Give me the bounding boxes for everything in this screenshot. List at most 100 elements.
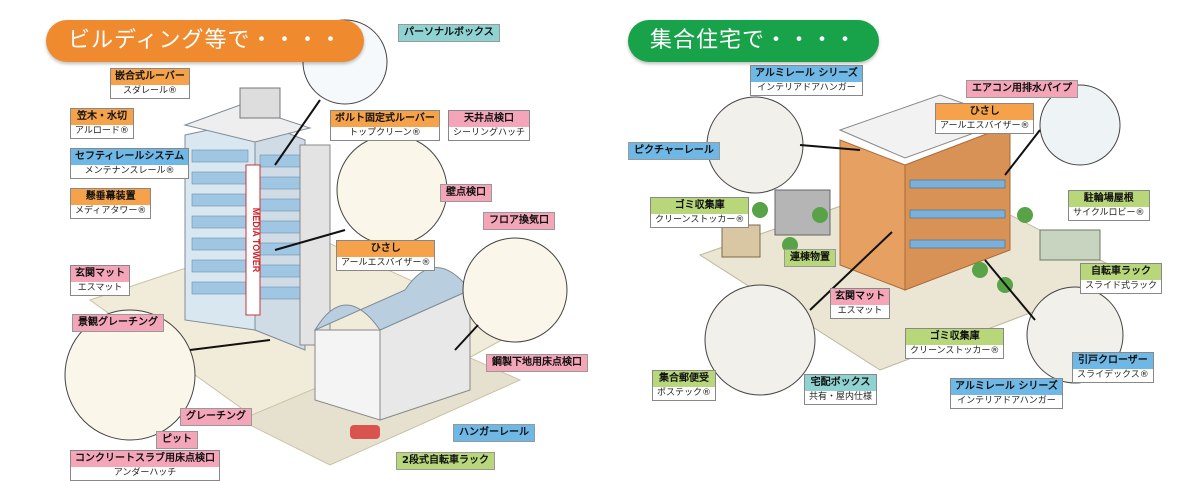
label-sub: メディアタワー® (75, 206, 147, 216)
label-title: 嵌合式ルーバー (111, 69, 189, 85)
label-title: 懸垂幕装置 (71, 189, 151, 205)
label-bicycle-rack: 自転車ラック スライド式ラック (1080, 263, 1163, 294)
label-title: ボルト固定式ルーバー (331, 111, 439, 127)
leader-4 (189, 339, 271, 351)
leader-1 (274, 99, 321, 166)
label-title: 引戸クローザー (1073, 353, 1153, 369)
banner-hanger (245, 164, 261, 316)
apartment-front (839, 139, 906, 291)
label-title: アルミレール シリーズ (751, 66, 862, 82)
label-title: 玄関マット (831, 289, 889, 305)
label-bicycle-roof: 駐輪場屋根 サイクルロビー® (1068, 190, 1150, 221)
chip-two-tier-bike-rack: 2段式自転車ラック (396, 452, 495, 470)
leader-3 (454, 324, 479, 351)
label-fitted-louver: 嵌合式ルーバー スダレール® (110, 68, 190, 99)
chip-landscape-grating: 景観グレーチング (72, 314, 164, 332)
label-aluminum-rail-top: アルミレール シリーズ インテリアドアハンガー (750, 65, 863, 96)
chip-grating: グレーチング (180, 408, 252, 426)
cylinder-tower (299, 144, 331, 346)
leader-7 (809, 231, 893, 311)
leader-2 (274, 229, 346, 251)
rooftop-unit (239, 87, 281, 119)
label-garbage-left: ゴミ収集庫 クリーンストッカー® (650, 197, 750, 228)
label-slab-floor-hatch: コンクリートスラブ用床点検口 アンダーハッチ (70, 450, 220, 481)
right-scene (698, 84, 1132, 396)
label-sub: スライデックス® (1077, 370, 1149, 380)
label-sub: エスマット (837, 306, 883, 316)
label-sub: スダレール® (122, 86, 177, 96)
hall-front (314, 329, 381, 421)
label-sub: 共有・屋内仕様 (809, 392, 873, 402)
label-visor-right: ひさし アールエスバイザー® (935, 103, 1035, 134)
chip-steel-floor-hatch: 鋼製下地用床点検口 (486, 354, 588, 372)
chip-picture-rail: ピクチャーレール (628, 142, 720, 160)
bubble-ceiling (336, 134, 448, 246)
left-section-title: ビルディング等で・・・・ (46, 20, 365, 62)
label-title: 自転車ラック (1081, 264, 1162, 280)
label-title: ゴミ収集庫 (651, 198, 749, 214)
label-title: 宅配ボックス (805, 375, 877, 391)
label-title: ひさし (337, 241, 435, 257)
label-sub: アールエスバイザー® (341, 258, 431, 268)
label-title: ゴミ収集庫 (906, 329, 1004, 345)
label-title: アルミレール シリーズ (951, 379, 1062, 395)
bubble-aircon (1039, 84, 1121, 166)
bubble-closet (706, 96, 804, 194)
label-sub: シーリングハッチ (453, 128, 526, 138)
label-sub: スライド式ラック (1085, 281, 1158, 291)
chip-personal-box: パーソナルボックス (398, 24, 500, 42)
label-banner-device: 懸垂幕装置 メディアタワー® (70, 188, 152, 219)
bubble-mailbox (704, 284, 816, 396)
chip-row-storage: 連棟物置 (784, 249, 836, 267)
tower-windows (191, 149, 301, 300)
parked-car (350, 425, 380, 439)
hall-roof (313, 267, 471, 332)
building-sign: MEDIA TOWER (251, 208, 261, 273)
label-sub: ポステック® (657, 388, 712, 398)
label-sub: クリーンストッカー® (655, 215, 745, 225)
label-entrance-mat-left: 玄関マット エスマット (70, 265, 130, 296)
label-sub: トップクリーン® (349, 128, 421, 138)
chip-wall-hatch: 壁点検口 (440, 184, 492, 202)
label-sub: アンダーハッチ (113, 468, 177, 478)
label-safety-rail: セフティレールシステム メンテナンスレール® (70, 148, 190, 179)
label-title: 笠木・水切 (71, 109, 133, 125)
label-door-closer: 引戸クローザー スライデックス® (1072, 352, 1154, 383)
label-ceiling-hatch: 天井点検口 シーリングハッチ (448, 110, 531, 141)
label-sub: メンテナンスレール® (84, 166, 175, 176)
label-sub: サイクルロビー® (1073, 208, 1145, 218)
chip-pit: ピット (156, 431, 198, 449)
leader-5 (799, 144, 861, 151)
label-mailbox: 集合郵便受 ポステック® (652, 370, 717, 401)
label-sub: インテリアドアハンガー (757, 83, 856, 93)
label-title: 玄関マット (71, 266, 129, 282)
label-sub: アールエスバイザー® (940, 121, 1030, 131)
label-title: 集合郵便受 (653, 371, 716, 387)
label-delivery-box: 宅配ボックス 共有・屋内仕様 (804, 374, 878, 405)
label-title: 駐輪場屋根 (1069, 191, 1149, 207)
bubble-floor-vent (462, 237, 568, 343)
label-sub: クリーンストッカー® (910, 346, 1000, 356)
apartment-side (904, 124, 1011, 291)
right-section-title: 集合住宅で・・・・ (628, 20, 880, 62)
label-title: セフティレールシステム (71, 149, 189, 165)
leader-6 (1004, 129, 1041, 176)
chip-aircon-drain-pipe: エアコン用排水パイプ (966, 80, 1078, 98)
bicycle-shelter (1039, 229, 1101, 261)
apartment-balconies (909, 179, 1006, 249)
tower-roof (183, 104, 312, 143)
label-title: 天井点検口 (449, 111, 530, 127)
label-sub: アルロード® (75, 126, 129, 136)
label-title: コンクリートスラブ用床点検口 (71, 451, 219, 467)
label-garbage-center: ゴミ収集庫 クリーンストッカー® (905, 328, 1005, 359)
label-title: ひさし (936, 104, 1034, 120)
chip-floor-vent: フロア換気口 (483, 212, 555, 230)
label-visor-left: ひさし アールエスバイザー® (336, 240, 436, 271)
tower-right-face (254, 119, 306, 351)
garbage-house (721, 224, 761, 258)
label-coping: 笠木・水切 アルロード® (70, 108, 134, 139)
label-entrance-mat-right: 玄関マット エスマット (830, 288, 890, 319)
label-sub: インテリアドアハンガー (957, 396, 1056, 406)
chip-hanger-rail: ハンガーレール (453, 424, 535, 442)
label-bolt-louver: ボルト固定式ルーバー トップクリーン® (330, 110, 440, 141)
